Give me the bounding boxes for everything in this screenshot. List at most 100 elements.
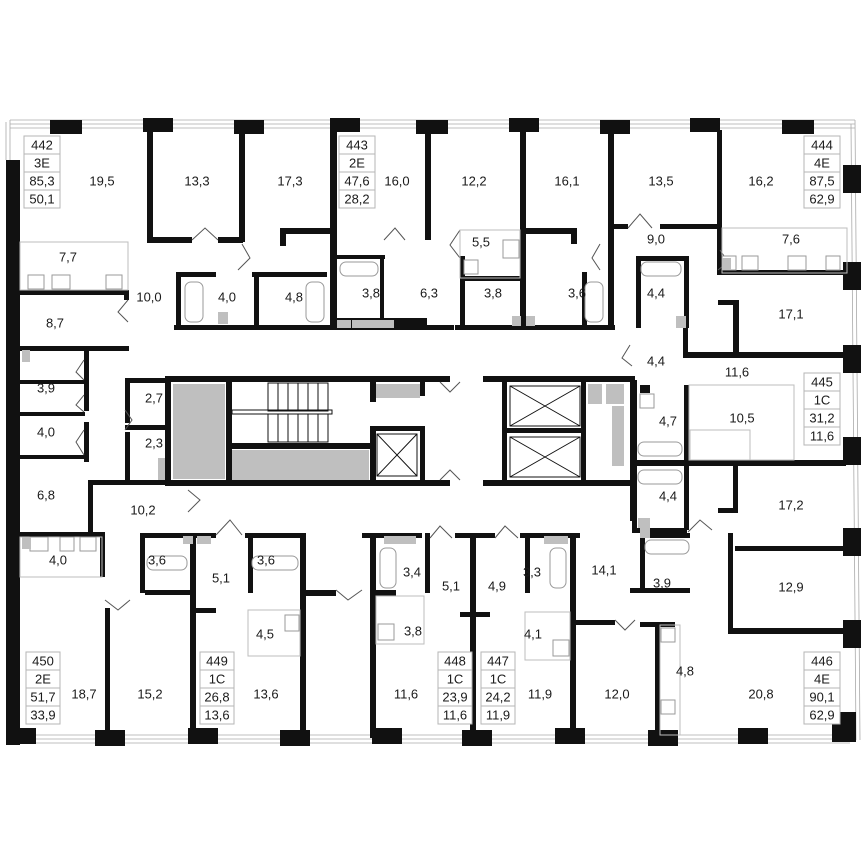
apartment-number: 450 [32, 653, 54, 668]
apartment-tag[interactable]: 444 4E 87,5 62,9 [803, 135, 841, 209]
room-area: 15,2 [137, 686, 162, 701]
room-area: 17,2 [778, 497, 803, 512]
apartment-tag[interactable]: 448 1C 23,9 11,6 [437, 651, 473, 725]
interior-walls-bottom [20, 532, 845, 738]
room-area: 16,1 [554, 173, 579, 188]
living-area: 11,6 [810, 428, 834, 443]
total-area: 23,9 [442, 689, 467, 704]
total-area: 87,5 [809, 173, 834, 188]
total-area: 26,8 [204, 689, 229, 704]
room-area: 4,0 [37, 424, 55, 439]
apartment-tag[interactable]: 449 1C 26,8 13,6 [199, 651, 235, 725]
room-area: 6,3 [420, 285, 438, 300]
room-area: 3,4 [403, 564, 421, 579]
room-area: 3,9 [653, 575, 671, 590]
apartment-number: 444 [811, 137, 833, 152]
room-area: 3,3 [523, 564, 541, 579]
room-area: 3,6 [257, 552, 275, 567]
room-area: 17,3 [277, 173, 302, 188]
room-area: 14,1 [591, 562, 616, 577]
room-area: 7,6 [782, 231, 800, 246]
apartment-type: 1C [490, 671, 507, 686]
room-area: 13,3 [184, 173, 209, 188]
apartment-type: 1C [814, 392, 831, 407]
room-area: 8,7 [46, 315, 64, 330]
total-area: 51,7 [30, 689, 55, 704]
room-area: 6,8 [37, 487, 55, 502]
room-area: 4,4 [647, 353, 665, 368]
room-area: 20,8 [748, 686, 773, 701]
apartment-type: 2E [349, 155, 365, 170]
apartment-tag[interactable]: 450 2E 51,7 33,9 [25, 651, 61, 725]
living-area: 33,9 [30, 707, 55, 722]
room-area: 17,1 [778, 306, 803, 321]
room-area: 5,1 [442, 578, 460, 593]
room-area: 12,0 [604, 686, 629, 701]
room-area: 7,7 [59, 249, 77, 264]
room-area: 4,0 [218, 289, 236, 304]
apartment-tag[interactable]: 446 4E 90,1 62,9 [803, 651, 841, 725]
interior-walls [20, 130, 847, 358]
room-area: 4,9 [488, 578, 506, 593]
room-area: 10,2 [130, 502, 155, 517]
room-area: 11,6 [725, 364, 749, 379]
room-area: 5,1 [212, 570, 230, 585]
interior-walls-left [20, 346, 635, 548]
apartment-type: 1C [447, 671, 464, 686]
total-area: 90,1 [809, 689, 834, 704]
exterior-walls [6, 118, 861, 746]
apartment-number: 447 [487, 653, 509, 668]
fixtures [19, 227, 848, 736]
room-area: 19,5 [89, 173, 114, 188]
room-area: 13,6 [253, 686, 278, 701]
stair-icon [231, 382, 333, 443]
living-area: 62,9 [809, 191, 834, 206]
total-area: 24,2 [485, 689, 510, 704]
room-area: 4,4 [659, 488, 677, 503]
room-area: 9,0 [647, 231, 665, 246]
living-area: 11,9 [486, 707, 510, 722]
room-area: 11,6 [394, 686, 418, 701]
room-area: 12,9 [778, 579, 803, 594]
living-area: 62,9 [809, 707, 834, 722]
room-area: 3,6 [568, 285, 586, 300]
apartment-type: 3E [34, 155, 50, 170]
room-area: 13,5 [648, 173, 673, 188]
apartment-type: 4E [814, 671, 830, 686]
apartment-tag[interactable]: 442 3E 85,3 50,1 [23, 135, 61, 209]
apartment-number: 449 [206, 653, 228, 668]
room-area: 4,8 [676, 663, 694, 678]
room-area: 4,1 [524, 626, 542, 641]
apartment-number: 443 [346, 137, 368, 152]
total-area: 47,6 [344, 173, 369, 188]
apartment-number: 446 [811, 653, 833, 668]
room-area: 4,4 [647, 285, 665, 300]
apartment-type: 4E [814, 155, 830, 170]
elevator-icon [376, 385, 581, 478]
total-area: 85,3 [29, 173, 54, 188]
total-area: 31,2 [809, 410, 834, 425]
room-area: 16,2 [748, 173, 773, 188]
door-swings [75, 213, 729, 631]
room-area: 10,5 [729, 410, 754, 425]
apartment-tag[interactable]: 447 1C 24,2 11,9 [480, 651, 516, 725]
living-area: 28,2 [344, 191, 369, 206]
living-area: 50,1 [29, 191, 54, 206]
apartment-number: 445 [811, 374, 833, 389]
room-area: 4,7 [659, 413, 677, 428]
room-labels: 19,5 13,3 17,3 16,0 12,2 16,1 13,5 16,2 … [37, 173, 804, 701]
apartment-tag[interactable]: 443 2E 47,6 28,2 [338, 135, 376, 209]
room-area: 2,3 [145, 435, 163, 450]
room-area: 4,8 [285, 289, 303, 304]
apartment-number: 442 [31, 137, 53, 152]
room-area: 5,5 [472, 234, 490, 249]
room-area: 11,9 [528, 686, 552, 701]
room-area: 2,7 [145, 390, 163, 405]
apartment-tag[interactable]: 445 1C 31,2 11,6 [803, 372, 841, 446]
room-area: 3,8 [484, 285, 502, 300]
living-area: 11,6 [443, 707, 467, 722]
apartment-type: 2E [35, 671, 51, 686]
room-area: 12,2 [461, 173, 486, 188]
room-area: 18,7 [71, 686, 96, 701]
